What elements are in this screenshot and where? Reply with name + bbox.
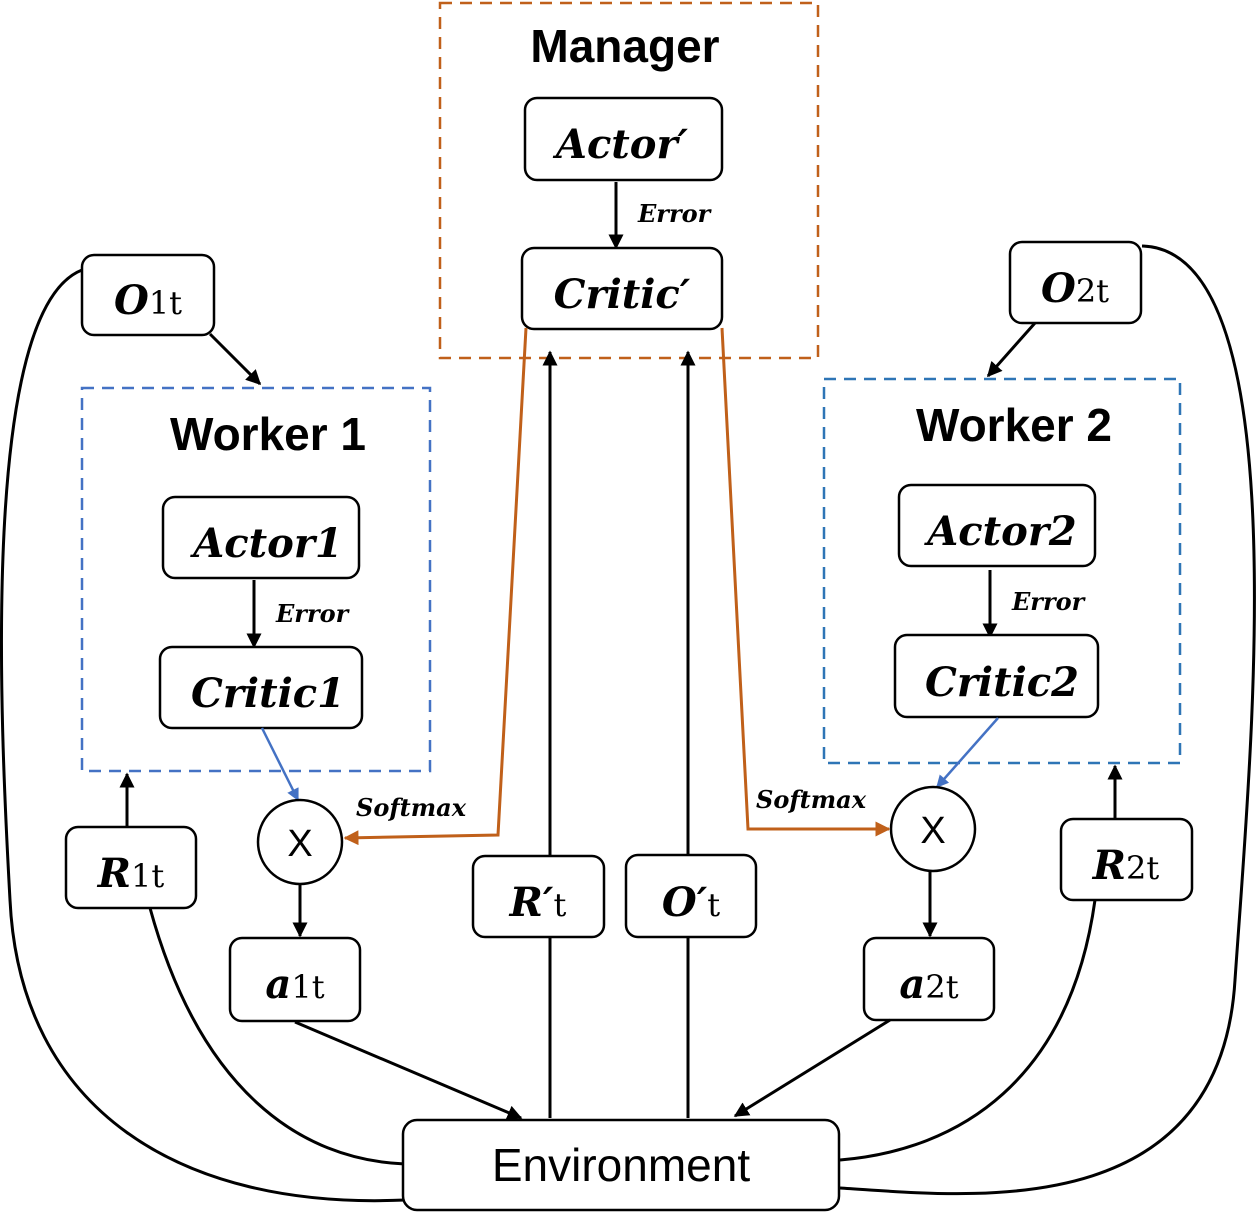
- environment-label: Environment: [492, 1139, 750, 1191]
- a2t-to-env-arrow: [733, 1018, 891, 1118]
- r1t-box: [64, 825, 198, 910]
- critic2-to-multiply-arrow: [936, 717, 999, 788]
- manager-container: [438, 1, 820, 360]
- worker1-container: [80, 386, 432, 773]
- worker1-actor-label: Actor1: [189, 520, 342, 567]
- manager-actor-box: [523, 96, 724, 182]
- right-outer-loop: [839, 244, 1256, 1196]
- a2t-label: a2t: [899, 961, 958, 1008]
- rprime-box: [471, 854, 606, 939]
- worker2-critic-box: [893, 633, 1100, 719]
- o2t-box: [1008, 240, 1143, 325]
- worker1-critic-box: [158, 645, 364, 730]
- softmax-left-label: Softmax: [356, 793, 467, 822]
- worker2-actor-label: Actor2: [923, 508, 1076, 555]
- oprime-box: [624, 853, 758, 939]
- o2t-label: O2t: [1041, 265, 1109, 312]
- multiply2-symbol: X: [920, 810, 945, 852]
- a1t-to-env-arrow: [294, 1020, 523, 1120]
- environment-box: [401, 1118, 841, 1212]
- softmax-right-path: [720, 327, 891, 837]
- o1t-box: [80, 253, 216, 337]
- worker2-critic-label: Critic2: [925, 659, 1079, 706]
- multiply1-symbol: X: [287, 823, 312, 865]
- a1t-label: a1t: [265, 961, 324, 1008]
- left-outer-loop: [0, 268, 406, 1203]
- r1-to-env-curve: [148, 907, 406, 1166]
- manager-critic-label: Critic′: [554, 271, 691, 318]
- oprime-label: O′t: [662, 879, 720, 926]
- worker2-container: [822, 377, 1182, 765]
- manager-error-label: Error: [637, 199, 713, 228]
- o1t-label: O1t: [114, 277, 182, 324]
- a2t-box: [862, 936, 996, 1022]
- softmax-right-label: Softmax: [756, 785, 867, 814]
- manager-actor-label: Actor′: [552, 121, 689, 168]
- rprime-label: R′t: [509, 879, 567, 926]
- r2t-box: [1059, 817, 1194, 902]
- worker1-error-label: Error: [275, 599, 351, 628]
- worker2-title: Worker 2: [916, 399, 1112, 451]
- worker2-error-label: Error: [1011, 587, 1087, 616]
- r1t-label: R1t: [97, 850, 165, 897]
- manager-critic-box: [520, 246, 724, 331]
- o2t-to-worker2-arrow: [986, 322, 1037, 378]
- a1t-box: [228, 936, 362, 1023]
- worker1-actor-box: [161, 495, 361, 580]
- multiply2-node: [889, 785, 977, 873]
- manager-title: Manager: [530, 20, 719, 72]
- r2t-label: R2t: [1092, 842, 1160, 889]
- worker2-actor-box: [897, 483, 1097, 568]
- softmax-left-path: [343, 327, 528, 846]
- o1t-to-worker1-arrow: [208, 332, 262, 386]
- critic1-to-multiply-arrow: [260, 727, 300, 802]
- worker1-title: Worker 1: [170, 408, 366, 460]
- worker1-critic-label: Critic1: [191, 670, 345, 717]
- r2-to-env-curve: [839, 899, 1097, 1162]
